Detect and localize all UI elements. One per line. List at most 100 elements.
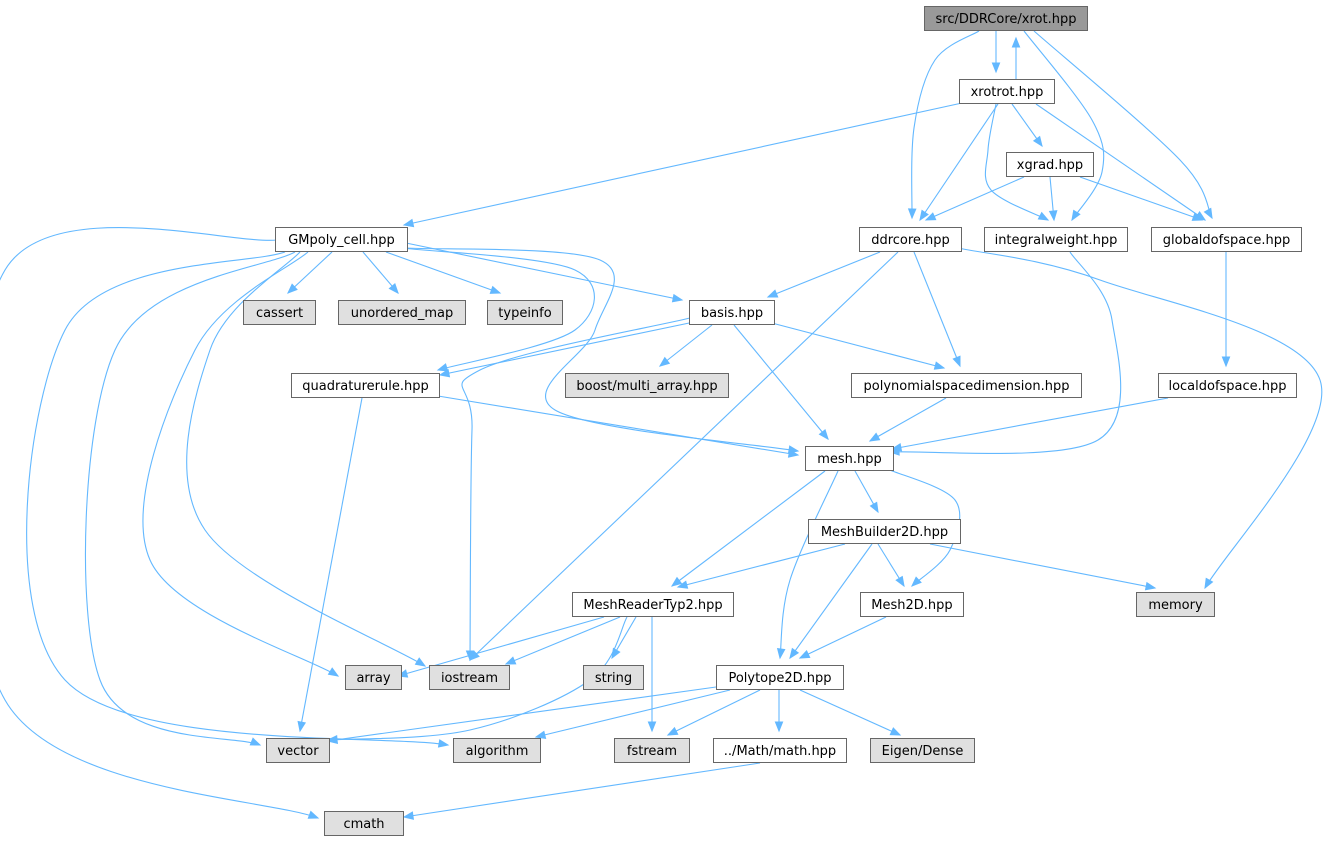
node-box [805, 446, 894, 471]
edge-ddrcore-to-memory [957, 247, 1323, 590]
arrowhead-icon [297, 720, 307, 733]
node-localdofspace[interactable]: localdofspace.hpp [1158, 373, 1297, 398]
node-eigen-dense: Eigen/Dense [870, 738, 975, 763]
edge-Mesh2D-to-Polytope2D [798, 616, 887, 659]
edge-line [767, 321, 945, 369]
edge-line [1035, 103, 1206, 221]
node-quadraturerule[interactable]: quadraturerule.hpp [291, 373, 440, 398]
arrowhead-icon [287, 283, 298, 294]
arrowhead-icon [869, 501, 879, 514]
node-box [1158, 373, 1297, 398]
edge-mesh-to-MeshBuilder2D [854, 470, 879, 514]
arrowhead-icon [438, 368, 451, 378]
node-label: xgrad.hpp [1017, 158, 1083, 173]
node-box [1006, 152, 1094, 177]
edge-mesh-to-MeshReaderTyp2 [670, 470, 826, 587]
arrowhead-icon [671, 293, 684, 303]
edge-basis-to-quadraturerule [438, 321, 695, 378]
edge-line [919, 103, 999, 221]
node-label: ddrcore.hpp [871, 233, 950, 248]
nodes-layer: src/DDRCore/xrot.hpp xrotrot.hpp xgrad.hpp… [243, 6, 1302, 836]
node-box [583, 665, 644, 690]
node-polynomialspacedimension[interactable]: polynomialspacedimension.hpp [851, 373, 1082, 398]
edge-xrot-to-globaldofspace [1033, 30, 1213, 220]
arrowhead-icon [868, 432, 881, 442]
node-box [851, 373, 1082, 398]
node-gmpoly-cell[interactable]: GMpoly_cell.hpp [275, 227, 408, 252]
edge-line [779, 470, 839, 659]
arrowhead-icon [611, 647, 621, 660]
edge-xrotrot-to-xgrad [1011, 103, 1043, 148]
arrowhead-icon [1221, 356, 1231, 368]
node-label: integralweight.hpp [995, 233, 1118, 248]
edge-GMpoly_cell-to-typeinfo [385, 251, 502, 294]
node-box [338, 300, 466, 325]
node-meshbuilder2d[interactable]: MeshBuilder2D.hpp [808, 519, 961, 544]
edge-line [405, 247, 799, 452]
arrowhead-icon [889, 727, 902, 736]
edge-xrot-to-integralweight [1023, 30, 1105, 222]
edge-basis-to-mesh [733, 324, 829, 441]
node-mesh[interactable]: mesh.hpp [805, 446, 894, 471]
node-label: array [356, 671, 390, 686]
node-box [614, 738, 690, 763]
edge-GMpoly_cell-to-array [142, 251, 340, 677]
edge-MeshReaderTyp2-to-fstream [647, 617, 657, 733]
node-label: Polytope2D.hpp [728, 671, 831, 686]
edge-line [671, 470, 826, 587]
node-label: iostream [441, 671, 498, 686]
node-label: cmath [343, 817, 384, 832]
node-box [1136, 592, 1215, 617]
node-array: array [345, 665, 402, 690]
edge-line [327, 686, 717, 742]
node-box [959, 79, 1055, 104]
node-basis[interactable]: basis.hpp [689, 300, 775, 325]
node-xrotrot[interactable]: xrotrot.hpp [959, 79, 1055, 104]
node-box [859, 227, 962, 252]
edges-layer [0, 30, 1323, 820]
arrowhead-icon [774, 721, 784, 733]
node-box [275, 227, 408, 252]
node-ddrcore[interactable]: ddrcore.hpp [859, 227, 962, 252]
arrowhead-icon [534, 730, 547, 740]
arrowhead-icon [818, 428, 829, 441]
node-math[interactable]: ../Math/math.hpp [713, 738, 847, 763]
edge-line [1023, 30, 1105, 221]
edge-xrotrot-to-GMpoly_cell [402, 102, 963, 228]
node-label: globaldofspace.hpp [1163, 233, 1290, 248]
edge-line [767, 251, 881, 298]
node-label: algorithm [466, 744, 529, 759]
node-label: basis.hpp [701, 306, 763, 321]
arrowhead-icon [890, 442, 903, 452]
arrowhead-icon [647, 721, 657, 733]
arrowhead-icon [991, 62, 1001, 74]
edge-line [403, 102, 963, 226]
arrowhead-icon [666, 726, 679, 736]
edge-line [957, 247, 1323, 589]
node-string: string [583, 665, 644, 690]
edge-xgrad-to-integralweight [1048, 176, 1058, 222]
edge-xgrad-to-globaldofspace [1079, 176, 1204, 221]
node-meshreadertyp2[interactable]: MeshReaderTyp2.hpp [572, 592, 734, 617]
node-boost-multi-array: boost/multi_array.hpp [565, 373, 729, 398]
arrowhead-icon [895, 575, 905, 588]
node-xrot[interactable]: src/DDRCore/xrot.hpp [924, 6, 1088, 31]
node-label: GMpoly_cell.hpp [288, 233, 395, 248]
node-label: polynomialspacedimension.hpp [864, 379, 1070, 394]
edge-line [84, 251, 296, 746]
node-mesh2d[interactable]: Mesh2D.hpp [860, 592, 964, 617]
arrowhead-icon [307, 810, 320, 819]
node-xgrad[interactable]: xgrad.hpp [1006, 152, 1094, 177]
edge-line [891, 397, 1169, 450]
edge-polynomialspacedimension-to-mesh [868, 397, 947, 442]
node-box [243, 300, 316, 325]
node-box [870, 738, 975, 763]
arrowhead-icon [249, 737, 262, 746]
node-box [572, 592, 734, 617]
node-label: MeshReaderTyp2.hpp [583, 598, 722, 613]
node-globaldofspace[interactable]: globaldofspace.hpp [1151, 227, 1302, 252]
node-integralweight[interactable]: integralweight.hpp [984, 227, 1128, 252]
node-polytope2d[interactable]: Polytope2D.hpp [716, 665, 844, 690]
edge-line [733, 324, 829, 440]
edge-xgrad-to-ddrcore [924, 176, 1025, 221]
